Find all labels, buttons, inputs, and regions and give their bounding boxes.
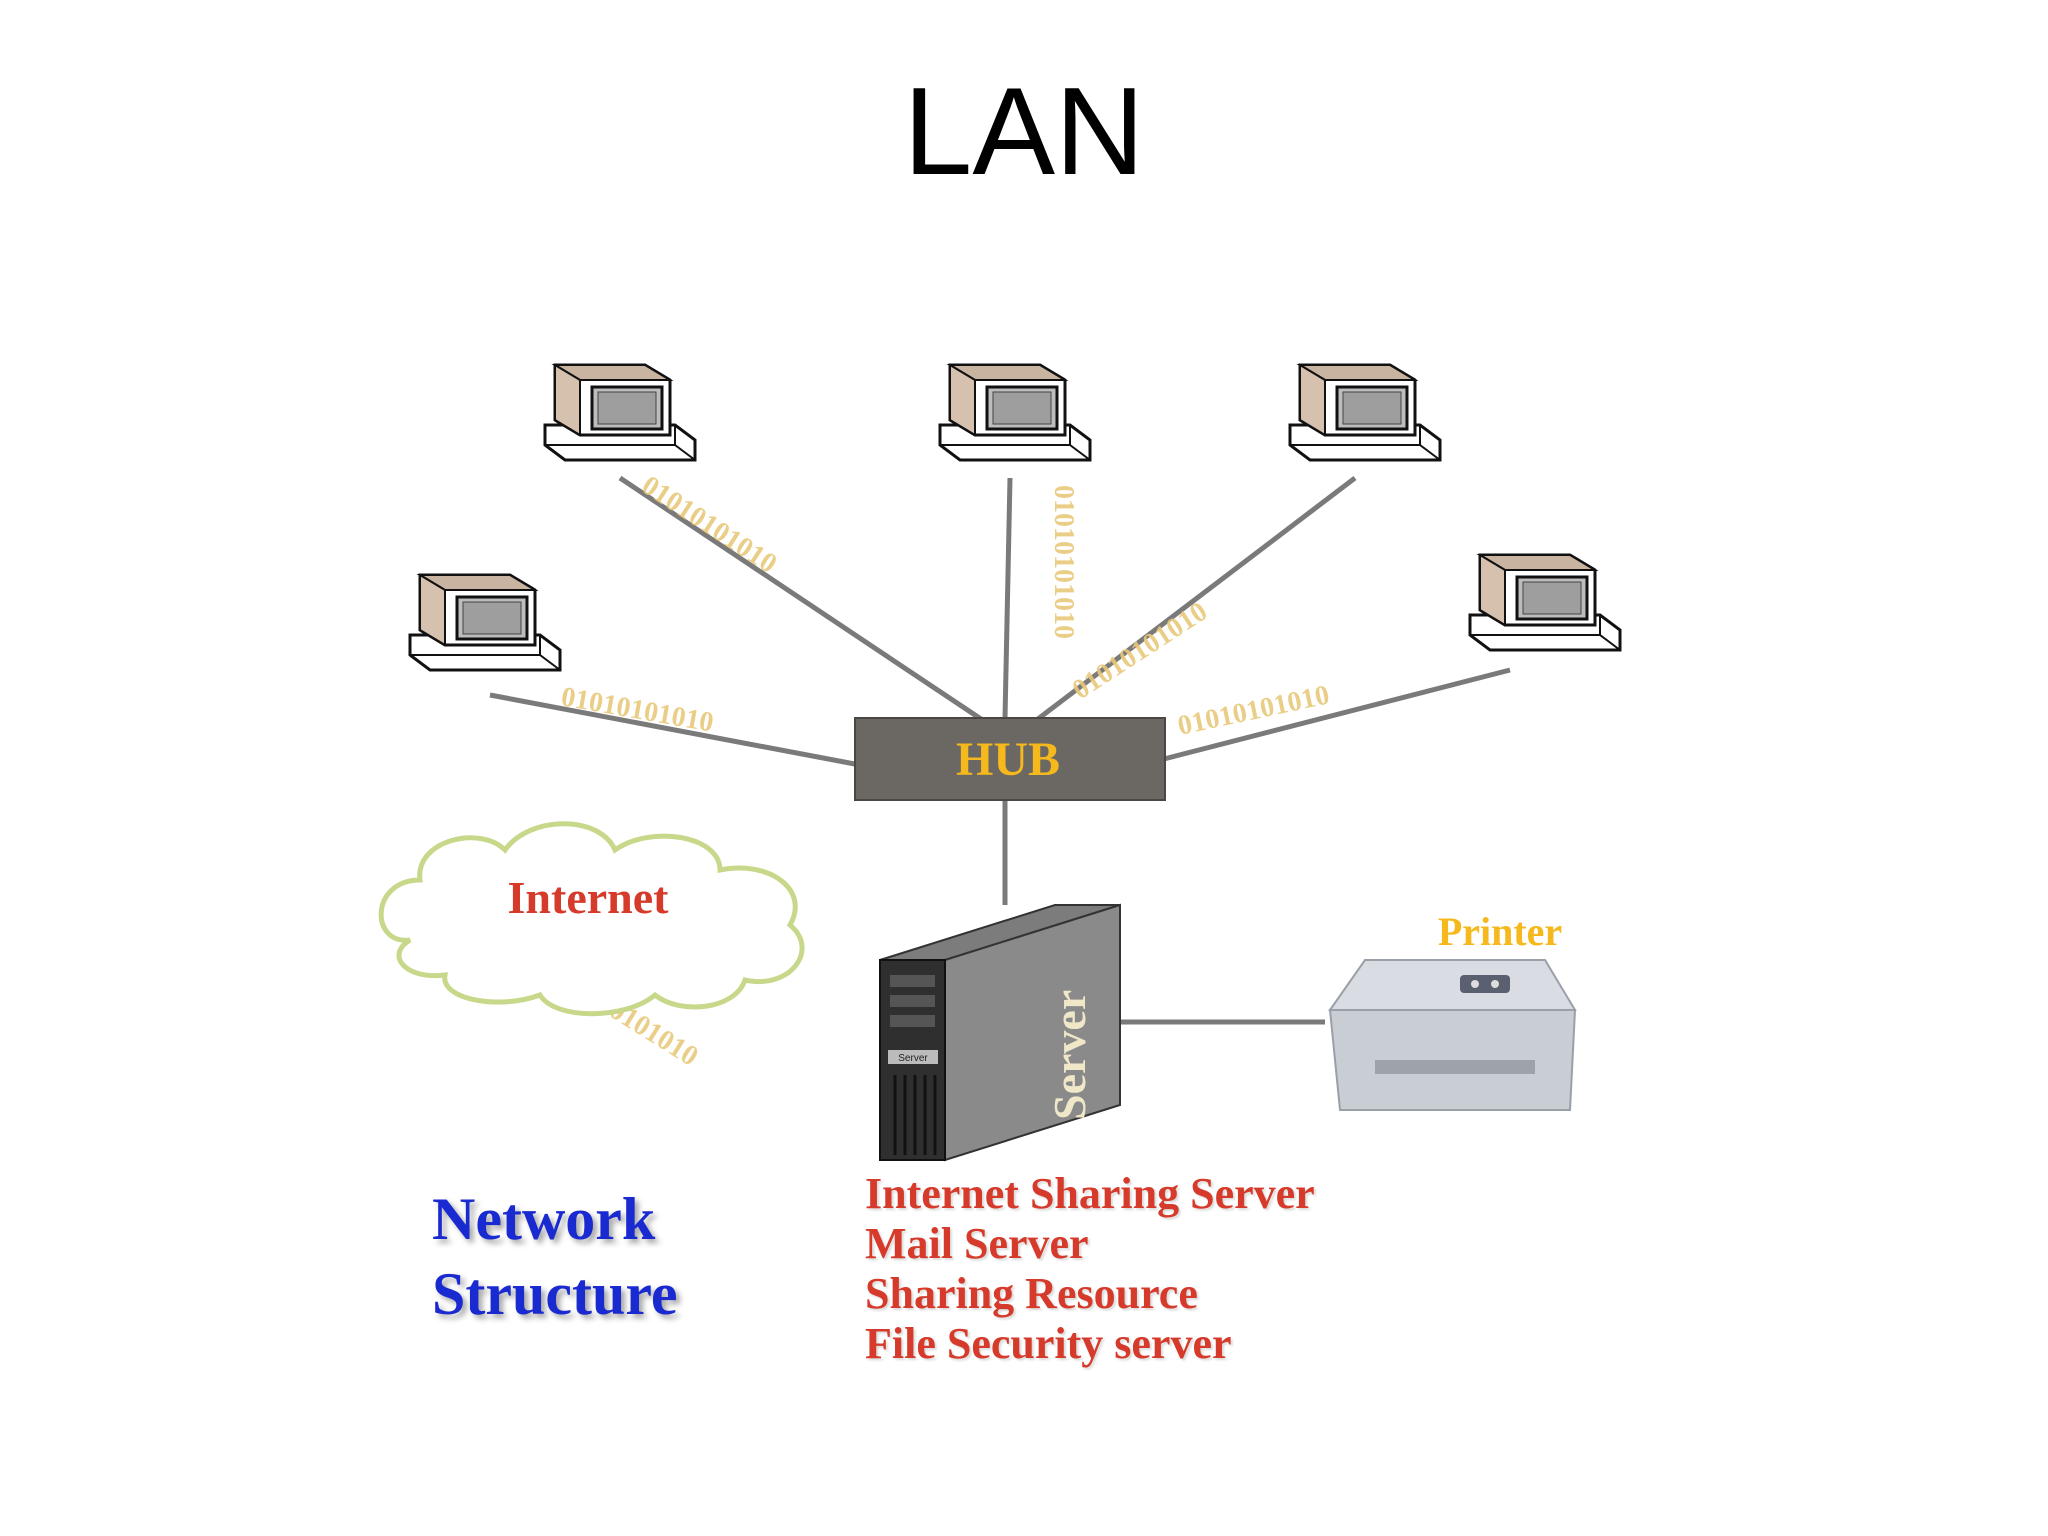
computer-icon [543,363,697,462]
server-role: Sharing Resource [865,1269,1198,1318]
internet-label: Internet [508,872,670,923]
server-label: Server [1044,990,1095,1120]
network-cables [489,475,1511,1025]
slide-title: LAN [903,63,1145,201]
hub: HUB [854,717,1166,801]
printer-label: Printer [1438,909,1562,954]
svg-text:01010101010: 01010101010 [636,470,782,580]
server-role: Mail Server [865,1219,1089,1268]
svg-text:01010101010: 01010101010 [1175,680,1332,742]
svg-text:01010101010: 01010101010 [559,681,716,738]
svg-text:01010101010: 01010101010 [1067,596,1213,706]
caption-network: Network [432,1186,656,1252]
computer-icon [938,363,1092,462]
svg-text:01010101010: 01010101010 [1048,485,1079,639]
server-tower: Server Server [879,903,1121,1162]
hub-label: HUB [956,733,1060,786]
server-role: Internet Sharing Server [865,1169,1315,1218]
server-badge: Server [898,1053,928,1064]
internet-cloud: Internet [378,821,805,1017]
computer-icon [408,573,562,672]
printer: Printer [1328,909,1577,1111]
server-role: File Security server [865,1319,1232,1368]
computer-icon [1288,363,1442,462]
computer-icon [1468,553,1622,652]
caption-structure: Structure [432,1261,678,1327]
